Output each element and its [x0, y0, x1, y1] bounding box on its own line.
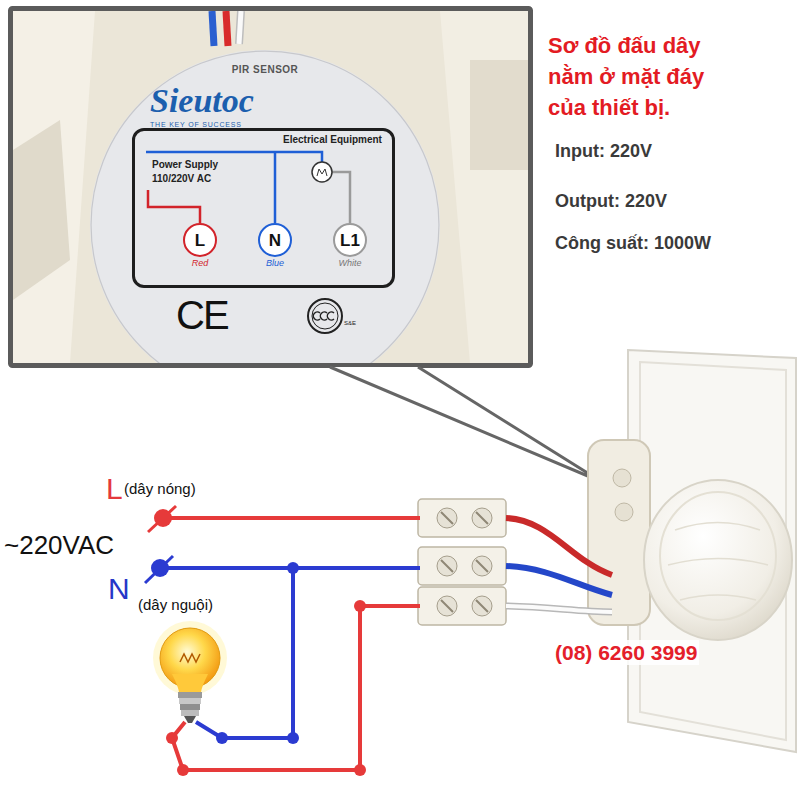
wire-color-label: Red [192, 259, 209, 268]
terminal-circle: LRed [183, 223, 217, 257]
housing-screw [615, 503, 633, 521]
ccc-mark [320, 312, 327, 320]
live-terminal-label: L [106, 472, 123, 506]
inset-frame [11, 9, 531, 366]
ccc-mark [312, 303, 338, 329]
callout-tail [330, 367, 602, 482]
junction-dot [287, 562, 299, 574]
terminal-block [418, 587, 506, 625]
wire-color-label: White [338, 259, 361, 268]
bulb-tip [184, 716, 196, 723]
bulb-neck [172, 674, 208, 692]
bulb-base [180, 704, 200, 710]
product-name: PIR SENSOR [232, 64, 299, 76]
neutral-terminal-label: N [108, 572, 130, 606]
pir-lens [660, 492, 776, 620]
sensor-housing [588, 440, 650, 625]
terminal-name: L [195, 232, 205, 249]
white-lead [506, 606, 612, 612]
sticker-ground [90, 50, 440, 363]
junction-dot [166, 732, 178, 744]
wire-color-label: Blue [266, 259, 284, 268]
junction-dot [354, 764, 366, 776]
switch-symbol [151, 559, 169, 577]
plastic-highlight [440, 11, 528, 363]
wire-stub [226, 11, 228, 46]
terminal-block [418, 499, 506, 537]
spec-text: Công suất: 1000W [555, 232, 711, 254]
terminal-circle: L1White [333, 223, 367, 257]
junction-dot [287, 732, 299, 744]
lens-facet [668, 523, 768, 601]
switch-symbol [148, 506, 176, 532]
load-trace [332, 172, 350, 223]
terminal-name: N [269, 232, 281, 249]
spec-text: Output: 220V [555, 190, 667, 212]
load-label: Electrical Equipment [283, 134, 382, 146]
sticker-outline [91, 51, 439, 399]
lamp-filament [317, 169, 327, 176]
certification-mark: S&E [344, 320, 356, 327]
junction-dot [354, 600, 366, 612]
brand-logo: Sieutoc [150, 84, 254, 118]
wire-stub [212, 11, 214, 46]
junction-dot [216, 732, 228, 744]
bulb-filament [180, 654, 200, 662]
ccc-mark [308, 299, 342, 333]
blue-lead [506, 566, 612, 595]
brand-slogan: THE KEY OF SUCCESS [150, 121, 242, 128]
white-lead [506, 606, 612, 612]
neutral-trace [274, 152, 277, 223]
terminal-name: L1 [340, 232, 360, 249]
bulb-base [181, 710, 199, 716]
ccc-mark [327, 312, 334, 320]
plastic-shadow [13, 120, 70, 300]
live-wire [163, 516, 420, 520]
housing-screw [613, 469, 631, 487]
junction-dot [177, 764, 189, 776]
switch-symbol [154, 509, 172, 527]
switch-symbol [145, 556, 173, 583]
ccc-mark [313, 312, 320, 320]
note-heading: Sơ đồ đấu dây nằm ở mặt đáy của thiết bị… [548, 30, 733, 123]
wire-note: (dây nóng) [124, 480, 196, 498]
terminal-circle: NBlue [258, 223, 292, 257]
bulb-glow [153, 621, 227, 695]
spec-text: Input: 220V [555, 140, 652, 162]
live-trace [148, 190, 200, 223]
label-sticker: PIR SENSORSieutocTHE KEY OF SUCCESSPower… [90, 50, 440, 400]
voltage-label: ~220VAC [4, 530, 114, 560]
wiring-panel: Power Supply 110/220V AC Electrical Equip… [132, 128, 395, 288]
certification-mark: CE [176, 292, 228, 338]
pir-dome [644, 480, 792, 640]
bulb-base [178, 692, 202, 698]
terminal-block [418, 547, 506, 585]
bulb-base [179, 698, 201, 704]
screw-slot [441, 512, 488, 612]
switch-plate [628, 350, 796, 752]
plastic-highlight [13, 11, 95, 363]
supply-label: Power Supply 110/220V AC [152, 158, 227, 186]
inset-photo [13, 11, 528, 363]
wire-note: (dây nguội) [138, 596, 213, 614]
lamp-symbol [312, 162, 332, 182]
phone-number: (08) 6260 3999 [553, 640, 699, 665]
plastic-shadow [470, 60, 528, 170]
wire-stub [239, 11, 241, 44]
wire-stub [239, 11, 241, 44]
